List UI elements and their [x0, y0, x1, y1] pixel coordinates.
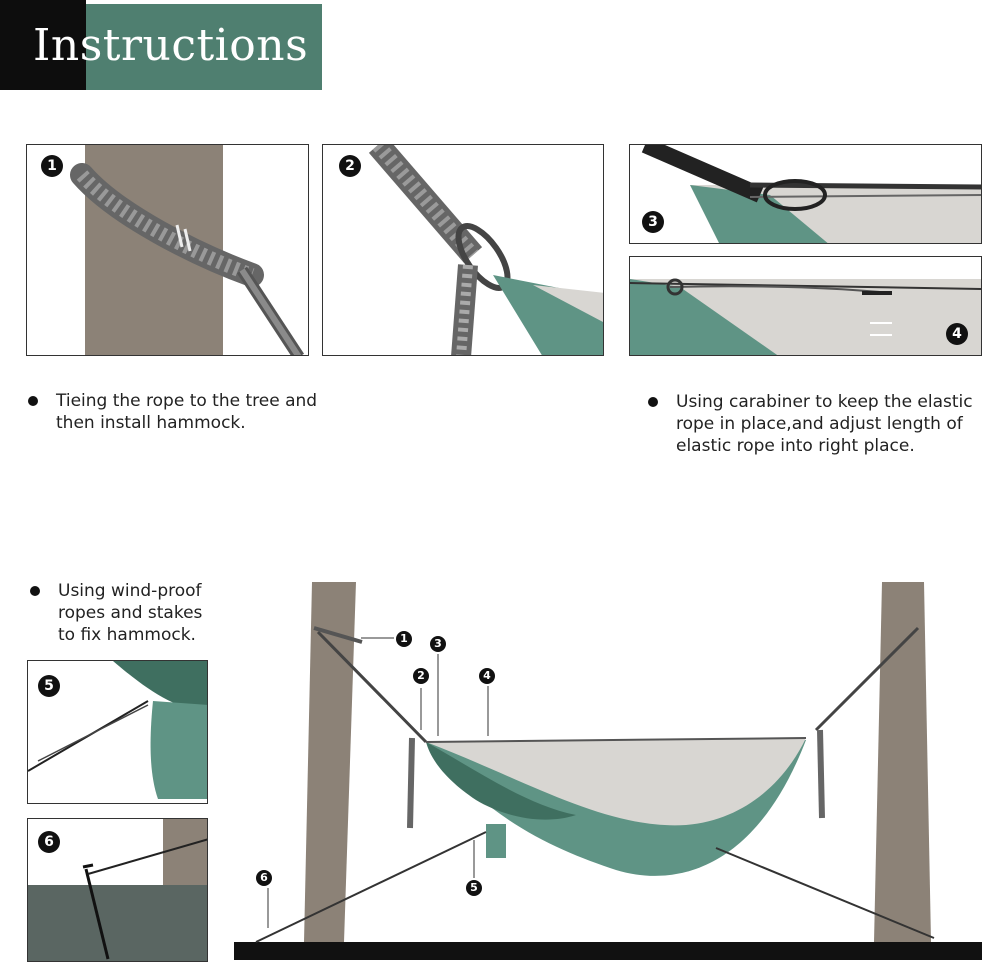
- callout-3: 3: [430, 636, 446, 652]
- hammock-setup-illustration: [234, 582, 982, 960]
- callout-6: 6: [256, 870, 272, 886]
- step-4-panel: 4: [629, 256, 982, 356]
- callout-4: 4: [479, 668, 495, 684]
- wind-rope-illustration: [28, 661, 207, 799]
- caption-windproof-line-2: ropes and stakes: [58, 603, 203, 623]
- bullet-icon: [30, 586, 40, 596]
- caption-windproof-line-1: Using wind-proof: [58, 581, 202, 601]
- step-1-number: 1: [41, 155, 63, 177]
- header-banner: Instructions: [0, 0, 322, 90]
- callout-5: 5: [466, 880, 482, 896]
- caption-tree: Tieing the rope to the tree and then ins…: [28, 390, 318, 434]
- step-5-panel: 5: [27, 660, 208, 804]
- step-4-number: 4: [946, 323, 968, 345]
- callout-1: 1: [396, 631, 412, 647]
- tree-strap-illustration: [70, 145, 305, 355]
- step-6-panel: 6: [27, 818, 208, 962]
- page-title: Instructions: [33, 20, 309, 71]
- banner-dark-block: [0, 0, 86, 90]
- caption-carabiner-line-2: rope in place,and adjust length of: [676, 414, 963, 434]
- caption-windproof-line-3: to fix hammock.: [58, 625, 196, 645]
- carabiner-illustration: [368, 145, 603, 355]
- caption-tree-line-2: then install hammock.: [56, 413, 246, 433]
- stake-illustration: [28, 819, 207, 961]
- banner-green-block: [86, 4, 322, 90]
- step-3-panel: 3: [629, 144, 982, 244]
- caption-tree-line-1: Tieing the rope to the tree and: [56, 391, 318, 411]
- elastic-rope-carabiner-illustration: [641, 145, 981, 243]
- step-3-number: 3: [642, 211, 664, 233]
- step-6-number: 6: [38, 831, 60, 853]
- caption-windproof: Using wind-proof ropes and stakes to fix…: [30, 580, 203, 646]
- step-2-number: 2: [339, 155, 361, 177]
- adjust-rope-illustration: [630, 278, 981, 355]
- step-1-panel: 1: [26, 144, 309, 356]
- bullet-icon: [28, 396, 38, 406]
- bullet-icon: [648, 397, 658, 407]
- callout-2: 2: [413, 668, 429, 684]
- step-5-number: 5: [38, 675, 60, 697]
- caption-carabiner-line-1: Using carabiner to keep the elastic: [676, 392, 973, 412]
- caption-carabiner-line-3: elastic rope into right place.: [676, 436, 915, 456]
- step-2-panel: 2: [322, 144, 604, 356]
- caption-carabiner: Using carabiner to keep the elastic rope…: [648, 391, 973, 457]
